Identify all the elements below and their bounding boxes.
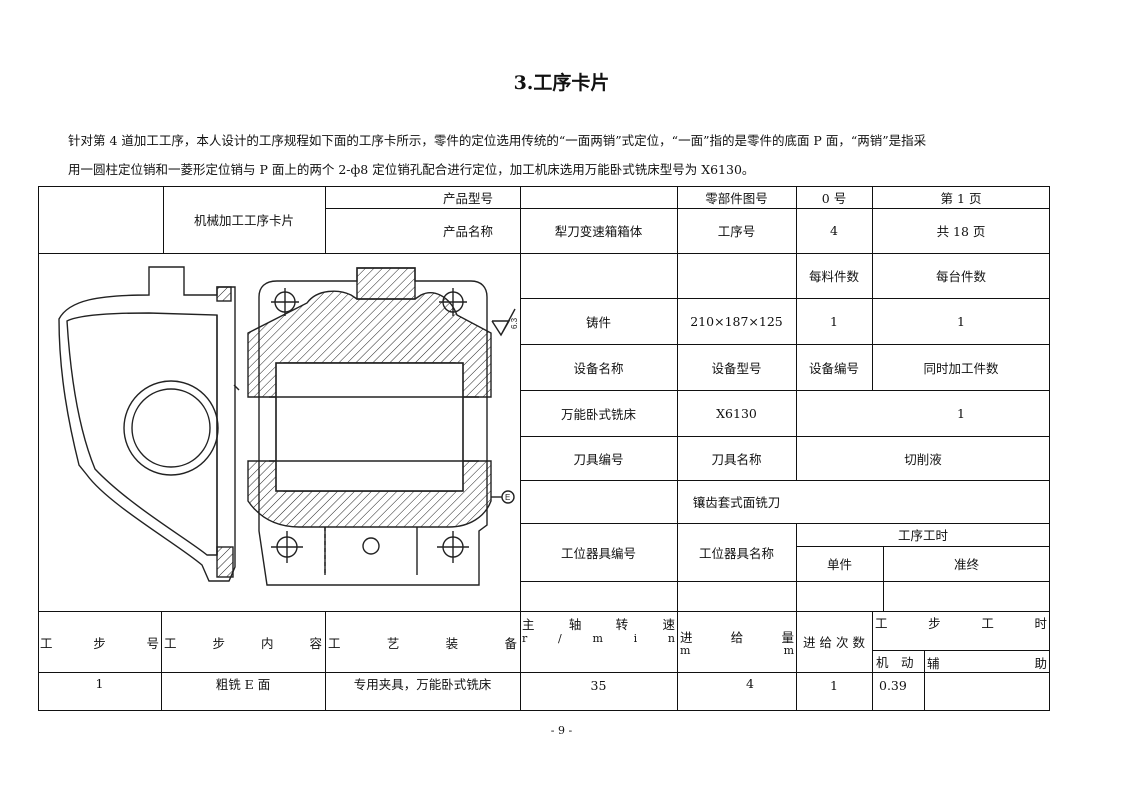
page-title: 3.工序卡片 (513, 72, 610, 94)
page-label: 第 1 页 (940, 190, 982, 206)
step-machine-time: 0.39 (879, 677, 907, 693)
step-no: 1 (95, 675, 104, 691)
total-pages: 共 18 页 (936, 224, 986, 239)
step-content: 粗铣 E 面 (215, 676, 271, 692)
process-no: 4 (830, 223, 838, 238)
header-equipment: 工艺装备 (328, 636, 517, 651)
header-machine-time: 机 动 (876, 654, 914, 670)
header-speed: 主轴转速 (522, 617, 675, 632)
product-name: 犁刀变速箱箱体 (554, 224, 643, 239)
surface-e-label: E (505, 493, 510, 502)
tool-name: 镶齿套式面铣刀 (692, 495, 781, 510)
per-unit-value: 1 (957, 313, 965, 329)
per-blank-value: 1 (830, 313, 838, 329)
tool-no-label: 刀具编号 (573, 451, 624, 467)
header-aux-time: 辅助 (927, 656, 1047, 671)
part-drawing-no: 0 号 (821, 190, 847, 206)
blank-size: 210×187×125 (690, 313, 783, 329)
equip-name-label: 设备名称 (573, 360, 624, 376)
tool-name-label: 刀具名称 (711, 451, 762, 467)
header-feed: 进给量 (680, 630, 794, 645)
coolant-label: 切削液 (904, 451, 942, 467)
header-step-time: 工步工时 (875, 616, 1047, 631)
blank-type: 铸件 (585, 314, 611, 330)
header-passes: 进 给 次 数 (803, 635, 865, 650)
front-section-view (247, 267, 492, 586)
step-passes: 1 (830, 677, 838, 693)
unit-time-label: 单件 (826, 557, 852, 572)
step-equipment: 专用夹具，万能卧式铣床 (353, 676, 492, 692)
equip-model-label: 设备型号 (711, 360, 762, 376)
intro-line-2: 用一圆柱定位销和一菱形定位销与 P 面上的两个 2-ф8 定位销孔配合进行定位，… (68, 162, 755, 177)
equip-name: 万能卧式铣床 (560, 406, 636, 422)
fixture-no-label: 工位器具编号 (560, 545, 636, 561)
simultaneous-label: 同时加工件数 (923, 360, 999, 376)
product-model-label: 产品型号 (442, 190, 493, 206)
part-drawing: 6.3 E (58, 266, 519, 586)
fixture-name-label: 工位器具名称 (698, 545, 774, 561)
roughness-value: 6.3 (510, 317, 519, 329)
per-blank-label: 每料件数 (808, 269, 859, 284)
equip-no-label: 设备编号 (808, 360, 859, 376)
side-view (58, 266, 240, 582)
product-name-label: 产品名称 (442, 224, 493, 239)
prep-time-label: 准终 (953, 557, 979, 572)
process-time-label: 工序工时 (897, 528, 948, 543)
simultaneous-value: 1 (957, 405, 965, 421)
header-step-content: 工步内容 (164, 636, 322, 651)
per-unit-label: 每台件数 (935, 269, 986, 284)
part-drawing-no-label: 零部件图号 (705, 190, 768, 206)
step-speed: 35 (590, 677, 607, 693)
equip-model: X6130 (716, 405, 757, 421)
header-step-no: 工步号 (40, 636, 159, 651)
roughness-symbol (491, 308, 516, 337)
intro-line-1: 针对第 4 道加工工序，本人设计的工序规程如下面的工序卡所示，零件的定位选用传统… (68, 133, 927, 148)
page-number: - 9 - (550, 724, 573, 737)
step-feed: 4 (746, 675, 754, 691)
process-no-label: 工序号 (717, 224, 756, 239)
card-name: 机械加工工序卡片 (193, 213, 294, 228)
